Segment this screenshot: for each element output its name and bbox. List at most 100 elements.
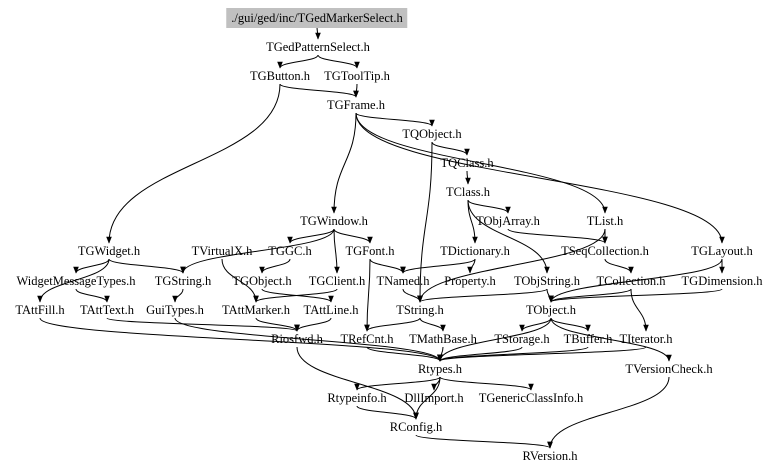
edge-TGFrame-to-TList xyxy=(355,112,608,214)
edge-TIterator-to-Rtypes xyxy=(437,346,647,362)
node-tattline[interactable]: TAttLine.h xyxy=(303,303,359,317)
edge-Riosfwd-to-RConfig xyxy=(296,346,419,420)
node-tclass[interactable]: TClass.h xyxy=(445,185,491,199)
node-titerator[interactable]: TIterator.h xyxy=(619,332,673,346)
node-rtypeinfo[interactable]: Rtypeinfo.h xyxy=(327,391,387,405)
edge-TQObject-to-TQClass xyxy=(431,141,470,156)
node-tqclass[interactable]: TQClass.h xyxy=(440,156,494,170)
edge-TGDimension-to-TObject xyxy=(548,288,723,303)
edge-TGGC-to-TGObject xyxy=(259,258,291,274)
node-tversioncheck[interactable]: TVersionCheck.h xyxy=(625,362,713,376)
edge-TGFont-to-TNamed xyxy=(369,258,406,274)
node-riosfwd[interactable]: Riosfwd.h xyxy=(271,332,323,346)
edge-TGWindow-to-TGGC xyxy=(287,228,335,244)
edge-TObject-to-TBuffer xyxy=(550,317,591,332)
edge-TGedPatternSelect-to-TGToolTip xyxy=(317,54,360,69)
node-tgstring[interactable]: TGString.h xyxy=(154,274,212,288)
edge-TDictionary-to-Property xyxy=(467,258,476,274)
edge-TAttLine-to-Riosfwd xyxy=(294,317,332,332)
node-tglayout[interactable]: TGLayout.h xyxy=(691,244,753,258)
node-tdictionary[interactable]: TDictionary.h xyxy=(440,244,510,258)
node-root[interactable]: ./gui/ged/inc/TGedMarkerSelect.h xyxy=(226,8,408,28)
edge-TGWidget-to-TGString xyxy=(108,258,186,274)
edge-TDictionary-to-TNamed xyxy=(400,258,476,274)
edge-TObject-to-Rtypes xyxy=(437,317,552,362)
node-tlist[interactable]: TList.h xyxy=(586,214,624,228)
edge-TGWidget-to-TAttFill xyxy=(37,258,110,303)
node-trefcnt[interactable]: TRefCnt.h xyxy=(340,332,394,346)
node-tgbutton[interactable]: TGButton.h xyxy=(249,69,311,83)
node-tnamed[interactable]: TNamed.h xyxy=(376,274,430,288)
edge-TCollection-to-TObject xyxy=(548,288,632,303)
edge-RConfig-to-RVersion xyxy=(415,434,553,449)
edge-TClass-to-TObjArray xyxy=(467,199,511,214)
node-rversion[interactable]: RVersion.h xyxy=(522,449,578,463)
node-tgwindow[interactable]: TGWindow.h xyxy=(300,214,368,228)
node-rconfig[interactable]: RConfig.h xyxy=(389,420,443,434)
edge-TQObject-to-TString xyxy=(417,141,433,303)
node-tgenericclassinfo[interactable]: TGenericClassInfo.h xyxy=(478,391,584,405)
edge-TGToolTip-to-TGFrame xyxy=(353,83,359,98)
edge-TGWindow-to-TGString xyxy=(180,228,335,274)
node-tgfont[interactable]: TGFont.h xyxy=(345,244,395,258)
edge-TVersionCheck-to-RVersion xyxy=(547,376,670,449)
edge-TGClient-to-TAttMarker xyxy=(253,288,338,303)
node-tmathbase[interactable]: TMathBase.h xyxy=(409,332,477,346)
edge-TGString-to-GuiTypes xyxy=(172,288,184,303)
edge-WidgetMessageTypes-to-TAttText xyxy=(75,288,110,303)
edge-TObject-to-TStorage xyxy=(519,317,552,332)
node-tseqcollection[interactable]: TSeqCollection.h xyxy=(561,244,649,258)
node-tgwidget[interactable]: TGWidget.h xyxy=(77,244,141,258)
node-tstring[interactable]: TString.h xyxy=(396,303,444,317)
edge-TGButton-to-TGFrame xyxy=(279,83,359,98)
edge-TGWindow-to-TGClient xyxy=(333,228,340,274)
edge-TGButton-to-TGWidget xyxy=(106,83,281,244)
node-tgframe[interactable]: TGFrame.h xyxy=(327,98,385,112)
edge-TGFrame-to-TGLayout xyxy=(355,112,725,244)
node-tgtooltip[interactable]: TGToolTip.h xyxy=(324,69,390,83)
edge-TGWidget-to-WidgetMessageTypes xyxy=(73,258,110,274)
node-tobject[interactable]: TObject.h xyxy=(525,303,577,317)
edge-TGFont-to-TRefCnt xyxy=(364,258,371,332)
node-dllimport[interactable]: DllImport.h xyxy=(404,391,464,405)
edge-Rtypeinfo-to-RConfig xyxy=(356,405,419,420)
node-rtypes[interactable]: Rtypes.h xyxy=(417,362,463,376)
node-tstorage[interactable]: TStorage.h xyxy=(494,332,550,346)
edge-TString-to-TRefCnt xyxy=(364,317,421,332)
node-tqobject[interactable]: TQObject.h xyxy=(402,127,462,141)
edge-TSeqCollection-to-TCollection xyxy=(604,258,634,274)
node-property[interactable]: Property.h xyxy=(444,274,496,288)
node-widgetmessagetypes[interactable]: WidgetMessageTypes.h xyxy=(16,274,136,288)
edge-TList-to-TString xyxy=(417,228,606,303)
edge-TObject-to-TVersionCheck xyxy=(550,317,672,362)
node-tattmarker[interactable]: TAttMarker.h xyxy=(221,303,291,317)
node-tattfill[interactable]: TAttFill.h xyxy=(15,303,65,317)
edge-TGFrame-to-TQObject xyxy=(355,112,435,127)
node-tcollection[interactable]: TCollection.h xyxy=(596,274,666,288)
edge-TObjString-to-TString xyxy=(417,288,548,303)
node-tvirtualx[interactable]: TVirtualX.h xyxy=(191,244,253,258)
edge-TQClass-to-TClass xyxy=(465,170,471,185)
node-tgdimension[interactable]: TGDimension.h xyxy=(681,274,763,288)
edge-TClass-to-TObjString xyxy=(467,199,550,274)
node-tobjstring[interactable]: TObjString.h xyxy=(513,274,581,288)
edge-GuiTypes-to-Rtypes xyxy=(174,317,443,362)
edge-TGLayout-to-TObject xyxy=(548,258,723,303)
node-tggc[interactable]: TGGC.h xyxy=(268,244,312,258)
node-tgedpatternselect[interactable]: TGedPatternSelect.h xyxy=(266,40,370,54)
node-tatttext[interactable]: TAttText.h xyxy=(79,303,135,317)
edge-TObjArray-to-TSeqCollection xyxy=(507,228,608,244)
node-tbuffer[interactable]: TBuffer.h xyxy=(563,332,613,346)
edge-TObjString-to-TObject xyxy=(546,288,554,303)
node-guitypes[interactable]: GuiTypes.h xyxy=(146,303,204,317)
edge-TAttText-to-Riosfwd xyxy=(106,317,300,332)
edge-TNamed-to-TString xyxy=(402,288,423,303)
node-tobjarray[interactable]: TObjArray.h xyxy=(476,214,540,228)
edge-Rtypes-to-Rtypeinfo xyxy=(354,376,441,391)
node-tgclient[interactable]: TGClient.h xyxy=(308,274,366,288)
node-tgobject[interactable]: TGObject.h xyxy=(232,274,292,288)
edge-TGWindow-to-TGFont xyxy=(333,228,373,244)
edge-Rtypes-to-TGenericClassInfo xyxy=(439,376,534,391)
